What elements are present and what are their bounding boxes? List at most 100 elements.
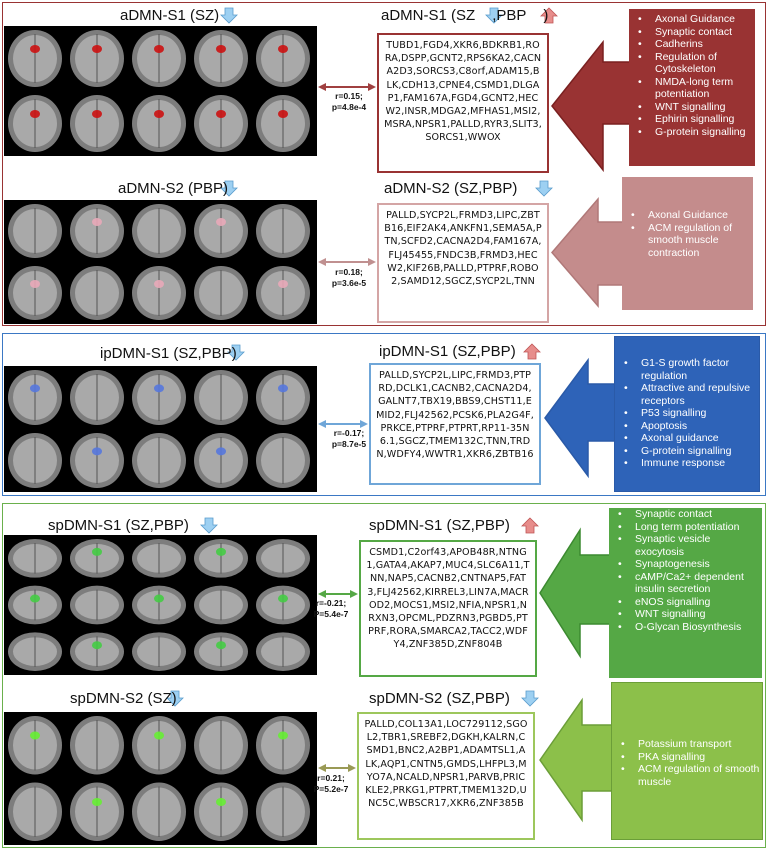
connector-arrowhead [318, 83, 326, 91]
down-arrow-icon [535, 180, 553, 197]
gene-list-box: CSMD1,C2orf43,APOB48R,NTNG1,GATA4,AKAP7,… [359, 540, 537, 677]
activation-blob [216, 218, 226, 226]
activation-blob [216, 447, 226, 456]
activation-blob [92, 110, 102, 118]
connector-arrowhead [348, 764, 356, 772]
gene-list-box: PALLD,COL13A1,LOC729112,SGOL2,TBR1,SREBF… [357, 712, 535, 840]
pathway-item: cAMP/Ca2+ dependent insulin secretion [609, 571, 762, 596]
connector-arrowhead [318, 258, 326, 266]
activation-blob [92, 447, 102, 456]
activation-blob [216, 45, 226, 53]
connector-arrowhead [318, 420, 326, 428]
gene-list-box: PALLD,SYCP2L,FRMD3,LIPC,ZBTB16,EIF2AK4,A… [377, 203, 549, 323]
activation-blob [154, 594, 164, 603]
gene-list-box: PALLD,SYCP2L,LIPC,FRMD3,PTPRD,DCLK1,CACN… [369, 363, 541, 485]
activation-blob [154, 280, 164, 288]
gene-panel-title: spDMN-S1 (SZ,PBP) [369, 517, 510, 534]
pathway-item: Synaptogenesis [609, 558, 762, 571]
activation-blob [278, 731, 288, 740]
activation-blob [154, 731, 164, 740]
pathway-item: WNT signalling [629, 101, 755, 114]
pathway-item: G1-S growth factor regulation [615, 357, 759, 382]
activation-blob [30, 110, 40, 118]
connector-arrowhead [368, 83, 376, 91]
pathway-item: Synaptic contact [629, 26, 755, 39]
activation-blob [216, 547, 226, 556]
correlation-stat: r=-0.21;P=5.4e-7 [313, 598, 349, 619]
pathway-item: Ephirin signalling [629, 113, 755, 126]
pathway-item: WNT signalling [609, 608, 762, 621]
pathway-box: Axonal GuidanceSynaptic contactCadherins… [629, 9, 755, 166]
down-arrow-icon [485, 7, 503, 24]
down-arrow-icon [200, 517, 218, 534]
correlation-stat: r=-0.17;p=8.7e-5 [331, 428, 367, 449]
gene-list-box: TUBD1,FGD4,XKR6,BDKRB1,RORA,DSPP,GCNT2,R… [377, 33, 549, 173]
activation-blob [278, 384, 288, 393]
pathway-box: G1-S growth factor regulationAttractive … [614, 336, 760, 492]
activation-blob [92, 547, 102, 556]
up-arrow-icon [523, 343, 541, 360]
activation-blob [154, 45, 164, 53]
pathway-item: Axonal guidance [615, 432, 759, 445]
activation-blob [154, 384, 164, 393]
activation-blob [30, 280, 40, 288]
pathway-box: Axonal GuidanceACM regulation of smooth … [622, 177, 753, 310]
activation-blob [278, 45, 288, 53]
down-arrow-icon [227, 344, 245, 361]
pathway-item: Attractive and repulsive receptors [615, 382, 759, 407]
pathway-item: Long term potentiation [609, 521, 762, 534]
down-arrow-icon [220, 7, 238, 24]
activation-blob [92, 641, 102, 650]
connector-arrowhead [368, 258, 376, 266]
activation-blob [92, 45, 102, 53]
activation-blob [278, 280, 288, 288]
activation-blob [92, 218, 102, 226]
gene-panel-title: aDMN-S1 (SZ,PBP) [381, 7, 549, 24]
pathway-box: Synaptic contactLong term potentiationSy… [609, 508, 762, 678]
activation-blob [30, 731, 40, 740]
up-arrow-icon [521, 517, 539, 534]
pathway-item: Synaptic vesicle exocytosis [609, 533, 762, 558]
brain-panel-title: aDMN-S2 (PBP) [118, 180, 229, 197]
activation-blob [278, 110, 288, 118]
activation-blob [92, 798, 102, 806]
gene-panel-title: spDMN-S2 (SZ,PBP) [369, 690, 510, 707]
pathway-item: Immune response [615, 457, 759, 470]
down-arrow-icon [166, 690, 184, 707]
pathway-item: P53 signalling [615, 407, 759, 420]
pathway-item: Axonal Guidance [622, 209, 753, 222]
connector-arrowhead [318, 590, 326, 598]
pathway-box: Potassium transportPKA signallingACM reg… [611, 682, 763, 840]
connector-arrowhead [360, 420, 368, 428]
section-admn-frame [2, 2, 766, 326]
activation-blob [216, 110, 226, 118]
down-arrow-icon [521, 690, 539, 707]
correlation-stat: r=0.15;p=4.8e-4 [331, 91, 367, 112]
correlation-stat: r=0.21;P=5.2e-7 [313, 773, 349, 794]
activation-blob [216, 798, 226, 806]
pathway-item: ACM regulation of smooth muscle contract… [622, 222, 753, 260]
connector-arrowhead [318, 764, 326, 772]
pathway-item: Axonal Guidance [629, 13, 755, 26]
gene-panel-title: aDMN-S2 (SZ,PBP) [384, 180, 518, 197]
pathway-item: NMDA-long term potentiation [629, 76, 755, 101]
pathway-item: G-protein signalling [629, 126, 755, 139]
pathway-pointer-arrow [539, 697, 615, 823]
brain-panel-title: spDMN-S2 (SZ) [70, 690, 177, 707]
pathway-item: Regulation of Cytoskeleton [629, 51, 755, 76]
section-spdmn-frame [2, 503, 766, 848]
pathway-item: ACM regulation of smooth muscle [612, 763, 762, 788]
pathway-pointer-arrow [539, 527, 613, 659]
activation-blob [278, 594, 288, 603]
connector-arrowhead [350, 590, 358, 598]
pathway-pointer-arrow [551, 39, 633, 173]
brain-panel-title: aDMN-S1 (SZ) [120, 7, 220, 24]
activation-blob [30, 45, 40, 53]
activation-blob [154, 110, 164, 118]
down-arrow-icon [220, 180, 238, 197]
pathway-item: PKA signalling [612, 751, 762, 764]
pathway-item: Potassium transport [612, 738, 762, 751]
brain-panel-title: spDMN-S1 (SZ,PBP) [48, 517, 189, 534]
section-ipdmn-frame [2, 333, 766, 496]
